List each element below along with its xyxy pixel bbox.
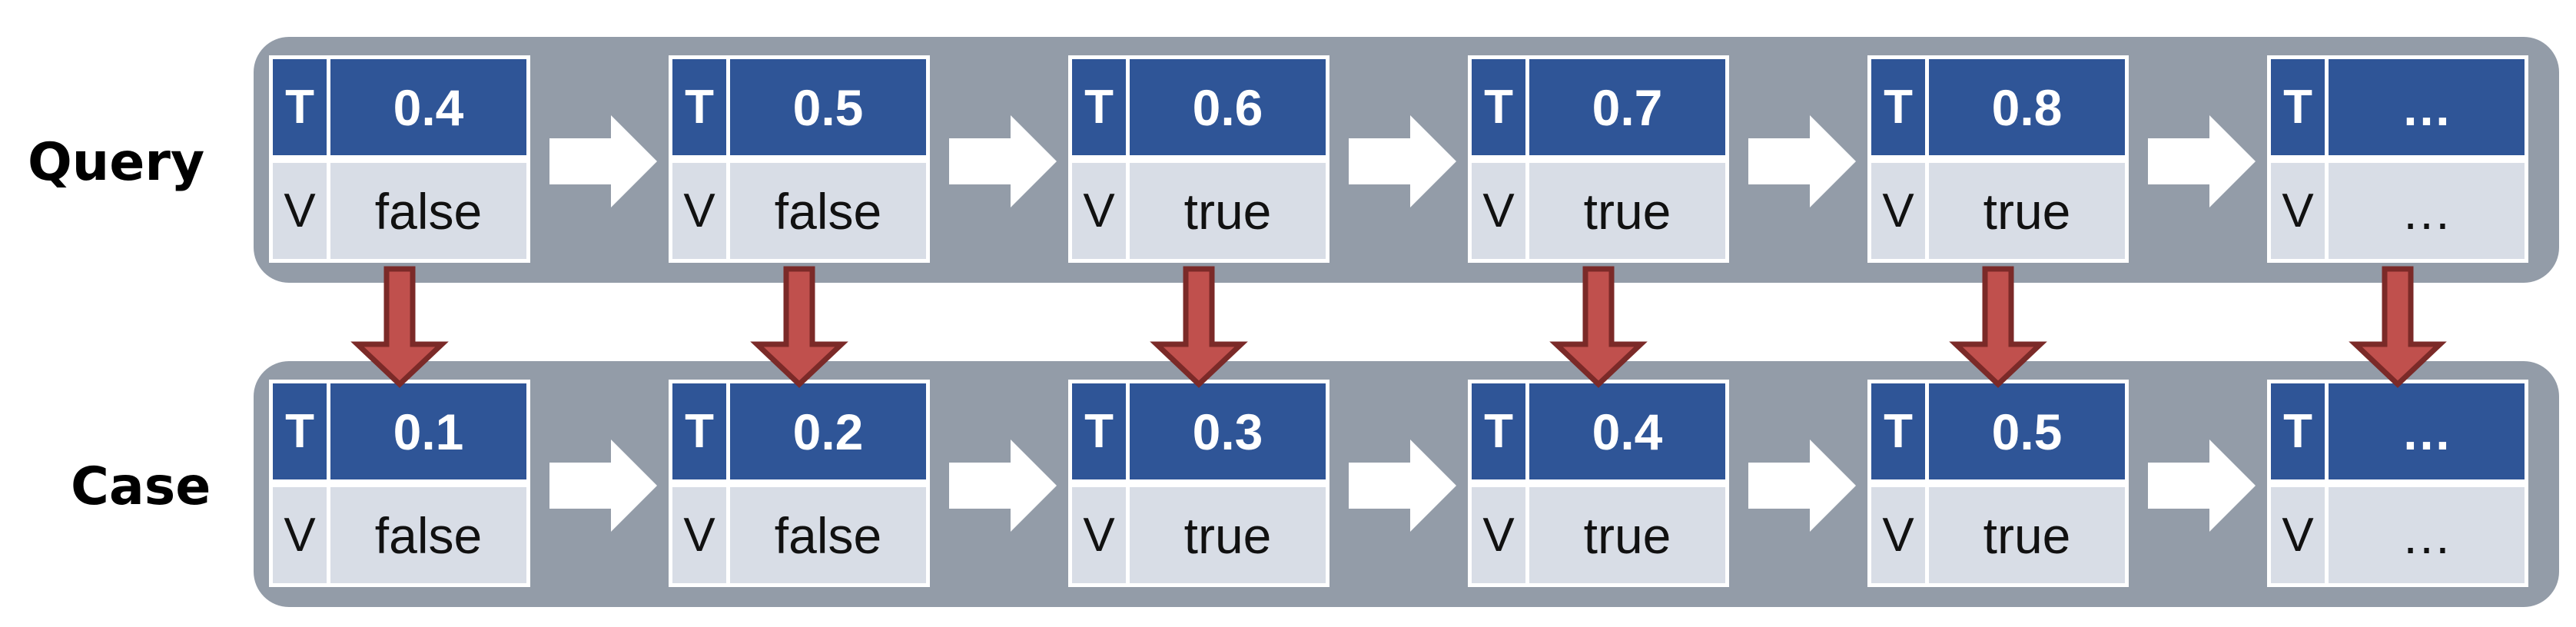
- v-key-label: V: [1068, 159, 1130, 263]
- t-key-label: T: [2267, 380, 2329, 483]
- case-band: [254, 361, 2559, 607]
- query-band: [254, 37, 2559, 283]
- v-key-label: V: [1867, 483, 1929, 587]
- v-value: …: [2325, 483, 2528, 587]
- t-key-label: T: [1867, 55, 1929, 159]
- t-value: 0.7: [1525, 55, 1729, 159]
- t-value: 0.5: [1925, 380, 2129, 483]
- t-key-label: T: [269, 380, 330, 483]
- t-value: 0.1: [327, 380, 530, 483]
- case-cell-6: T…V…: [2267, 380, 2528, 587]
- v-value: true: [1126, 483, 1329, 587]
- t-value: 0.8: [1925, 55, 2129, 159]
- v-value: true: [1925, 483, 2129, 587]
- v-key-label: V: [269, 483, 330, 587]
- v-value: false: [726, 159, 930, 263]
- v-key-label: V: [1468, 159, 1529, 263]
- t-value: …: [2325, 55, 2528, 159]
- query-row-label: Query: [28, 132, 205, 193]
- t-key-label: T: [1867, 380, 1929, 483]
- v-value: true: [1126, 159, 1329, 263]
- t-key-label: T: [669, 55, 730, 159]
- t-value: …: [2325, 380, 2528, 483]
- t-value: 0.4: [327, 55, 530, 159]
- case-row-label: Case: [71, 456, 211, 517]
- v-key-label: V: [669, 159, 730, 263]
- t-value: 0.4: [1525, 380, 1729, 483]
- t-key-label: T: [1068, 55, 1130, 159]
- t-key-label: T: [269, 55, 330, 159]
- v-key-label: V: [1068, 483, 1130, 587]
- t-value: 0.2: [726, 380, 930, 483]
- v-value: false: [327, 159, 530, 263]
- t-key-label: T: [2267, 55, 2329, 159]
- v-key-label: V: [1867, 159, 1929, 263]
- t-value: 0.5: [726, 55, 930, 159]
- t-key-label: T: [1068, 380, 1130, 483]
- v-key-label: V: [2267, 483, 2329, 587]
- t-key-label: T: [1468, 380, 1529, 483]
- v-value: true: [1525, 483, 1729, 587]
- v-value: false: [327, 483, 530, 587]
- v-value: true: [1525, 159, 1729, 263]
- v-key-label: V: [269, 159, 330, 263]
- v-key-label: V: [669, 483, 730, 587]
- t-value: 0.6: [1126, 55, 1329, 159]
- v-value: …: [2325, 159, 2528, 263]
- v-key-label: V: [1468, 483, 1529, 587]
- t-value: 0.3: [1126, 380, 1329, 483]
- v-key-label: V: [2267, 159, 2329, 263]
- t-key-label: T: [1468, 55, 1529, 159]
- v-value: true: [1925, 159, 2129, 263]
- t-key-label: T: [669, 380, 730, 483]
- v-value: false: [726, 483, 930, 587]
- query-cell-6: T…V…: [2267, 55, 2528, 263]
